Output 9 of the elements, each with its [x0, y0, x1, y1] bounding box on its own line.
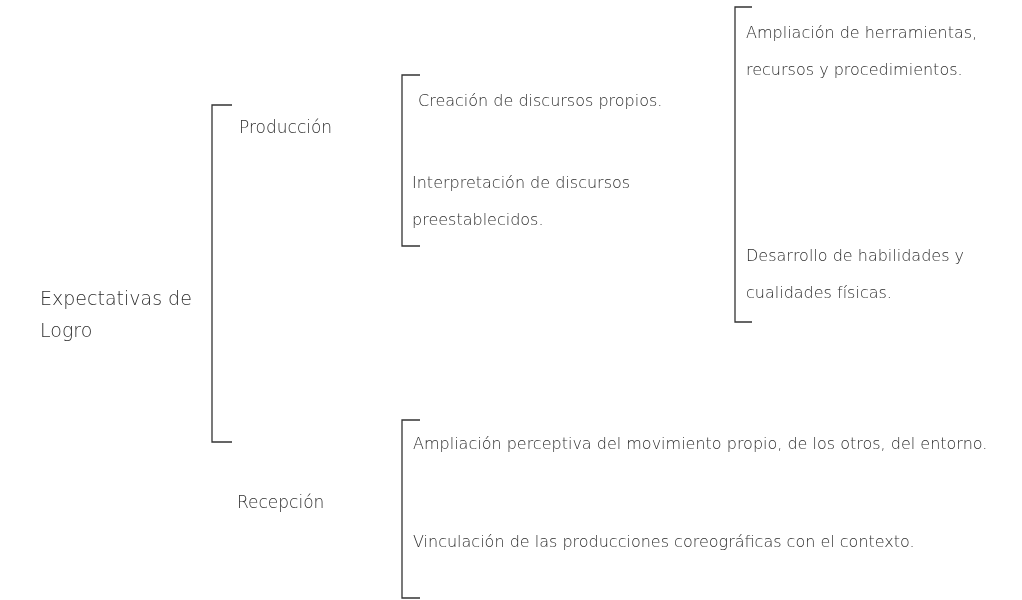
bracket-item-text: Producción	[239, 116, 334, 139]
bracket-item-text: Vinculación de las producciones coreográficas con el contexto.	[413, 531, 916, 553]
bracket-item-text: Recepción	[237, 491, 326, 514]
bracket-item-text: Ampliación de herramientas, recursos y procedimientos.	[746, 22, 979, 81]
bracket-item-text: Desarrollo de habilidades y cualidades físicas.	[746, 245, 966, 304]
bracket-item-text: Interpretación de discursos preestablecidos.	[412, 172, 632, 231]
bracket-item-text: Ampliación perceptiva del movimiento propio, de los otros, del entorno.	[413, 433, 989, 455]
bracket-item-text: Creación de discursos propios.	[418, 90, 664, 112]
bracket-item-text: Expectativas de Logro	[40, 286, 193, 343]
